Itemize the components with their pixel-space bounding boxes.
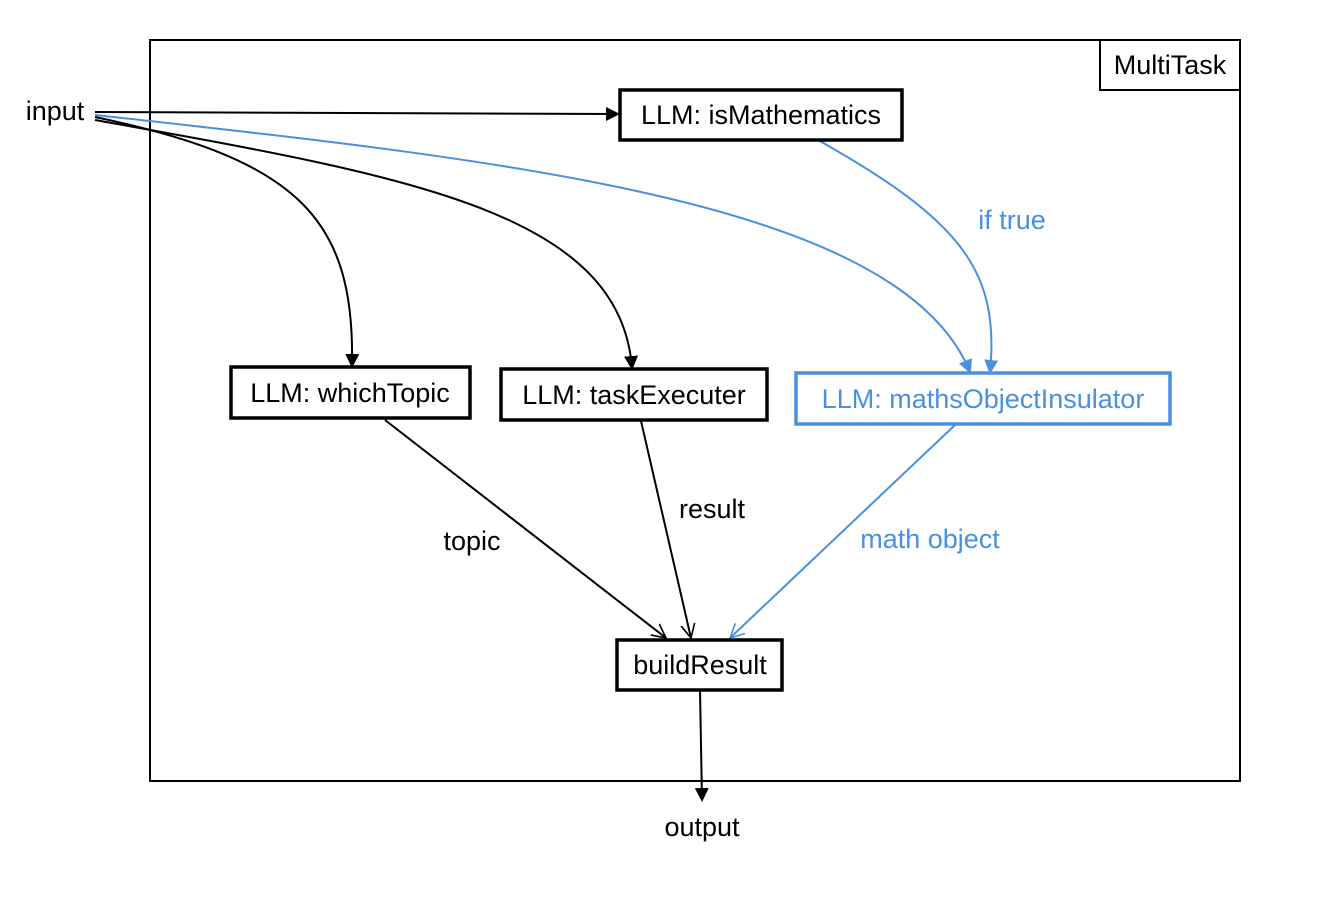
node-taskexecuter: LLM: taskExecuter xyxy=(499,367,769,422)
edge-label-math-object: math object xyxy=(860,524,1000,554)
node-taskexecuter-label: LLM: taskExecuter xyxy=(522,380,746,410)
node-mathsobjectinsulator: LLM: mathsObjectInsulator xyxy=(794,371,1172,426)
node-buildresult-label: buildResult xyxy=(633,650,767,680)
container-label: MultiTask xyxy=(1114,50,1227,80)
edge-input-taskexecuter xyxy=(94,119,639,370)
edge-taskexecuter-buildresult xyxy=(640,420,691,638)
node-buildresult: buildResult xyxy=(615,638,784,692)
edge-mathsobjectinsulator-buildresult xyxy=(730,424,956,638)
node-whichtopic: LLM: whichTopic xyxy=(229,365,472,420)
node-whichtopic-label: LLM: whichTopic xyxy=(250,378,450,408)
edge-buildresult-output xyxy=(694,689,709,802)
node-ismathematics: LLM: isMathematics xyxy=(618,88,904,142)
edge-whichtopic-buildresult xyxy=(384,419,666,638)
edge-ismathematics-mathsobjectinsulator xyxy=(817,139,999,374)
edge-input-whichtopic xyxy=(94,116,360,368)
edge-label-if-true: if true xyxy=(978,205,1046,235)
input-label: input xyxy=(26,96,85,126)
edge-input-ismathematics xyxy=(94,106,620,121)
edge-label-topic: topic xyxy=(443,526,500,556)
output-label: output xyxy=(664,812,740,842)
edge-label-result: result xyxy=(679,494,746,524)
edge-input-mathsobjectinsulator xyxy=(94,114,972,374)
node-ismathematics-label: LLM: isMathematics xyxy=(641,100,881,130)
container-label-box: MultiTask xyxy=(1099,39,1241,91)
node-mathsobjectinsulator-label: LLM: mathsObjectInsulator xyxy=(822,384,1145,414)
multitask-container xyxy=(149,39,1241,782)
